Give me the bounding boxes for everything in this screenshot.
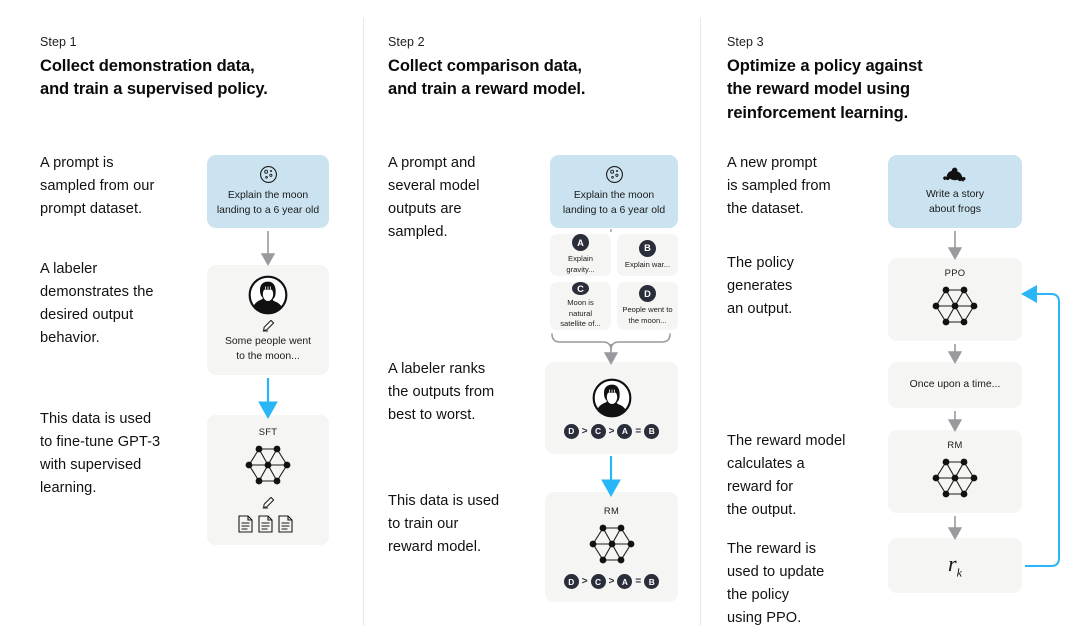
step-3-rm-card[interactable]: RM: [888, 430, 1022, 513]
output-text-b: Explain war...: [624, 259, 671, 269]
output-badge-c: C: [572, 282, 589, 296]
reward-symbol-k: k: [956, 565, 962, 580]
step-1-title: Collect demonstration data, and train a …: [40, 57, 268, 99]
step-3-label: Step 3: [727, 35, 764, 49]
step-2-paragraph-2: A labeler ranks the outputs from best to…: [388, 361, 495, 424]
rank-badge-0: D: [563, 423, 579, 439]
step-2-rm-card[interactable]: RM D > C > A = B: [545, 492, 678, 602]
pencil-icon: [260, 495, 276, 511]
rank-op-1: >: [608, 576, 615, 587]
ranking-row: D > C > A = B: [563, 574, 660, 589]
step-3-prompt-card[interactable]: Write a story about frogs: [888, 155, 1022, 228]
output-badge-a: A: [572, 234, 589, 252]
step-2-output-card-a[interactable]: A Explain gravity...: [550, 234, 611, 276]
step-2-output-card-d[interactable]: D People went to the moon...: [617, 282, 678, 330]
rank-op-2: =: [635, 576, 642, 587]
reward-symbol-r: r: [948, 550, 957, 576]
step-1-label: Step 1: [40, 35, 77, 49]
step-3-ppo-card[interactable]: PPO: [888, 258, 1022, 341]
step-2-paragraph-3: This data is used to train our reward mo…: [388, 493, 500, 556]
step-1-paragraph-3: This data is used to fine-tune GPT-3 wit…: [40, 411, 161, 497]
neural-network-icon: [922, 280, 988, 332]
step-2-label: Step 2: [388, 35, 425, 49]
rank-op-0: >: [581, 576, 588, 587]
step-1-prompt-text: Explain the moon landing to a 6 year old: [216, 189, 320, 216]
step-3-paragraph-4: The reward is used to update the policy …: [727, 541, 825, 627]
step-2-prompt-text: Explain the moon landing to a 6 year old: [562, 189, 666, 216]
output-text-c: Moon is natural satellite of...: [560, 298, 601, 329]
step-3-paragraph-2: The policy generates an output.: [727, 255, 795, 318]
frog-icon: [942, 166, 968, 184]
neural-network-icon: [922, 452, 988, 504]
pencil-icon: [260, 318, 276, 334]
rank-badge-1: C: [590, 423, 606, 439]
step-3-output-card[interactable]: Once upon a time...: [888, 362, 1022, 408]
moon-icon: [605, 165, 624, 184]
step-2-prompt-card[interactable]: Explain the moon landing to a 6 year old: [550, 155, 678, 228]
step-2-output-card-b[interactable]: B Explain war...: [617, 234, 678, 276]
step-3-reward-card[interactable]: rk: [888, 538, 1022, 593]
step-1-column: Step 1 Collect demonstration data, and t…: [40, 0, 360, 643]
rank-op-2: =: [635, 425, 642, 437]
rank-badge-2: A: [617, 574, 633, 589]
step-1-labeler-text: Some people went to the moon...: [224, 336, 312, 362]
step-3-output-text: Once upon a time...: [909, 378, 1001, 390]
neural-network-icon: [579, 518, 645, 570]
step-3-title: Optimize a policy against the reward mod…: [727, 57, 923, 122]
output-badge-d: D: [639, 285, 656, 303]
rank-badge-1: C: [590, 574, 606, 589]
rank-op-1: >: [608, 425, 615, 437]
column-divider-1: [363, 18, 364, 626]
step-1-labeler-card[interactable]: Some people went to the moon...: [207, 265, 329, 375]
step-3-column: Step 3 Optimize a policy against the rew…: [727, 0, 1057, 643]
sft-network-label: SFT: [258, 426, 278, 437]
step-1-prompt-card[interactable]: Explain the moon landing to a 6 year old: [207, 155, 329, 228]
rank-badge-3: B: [644, 423, 660, 439]
output-text-d: People went to the moon...: [622, 305, 673, 325]
step-1-sft-card[interactable]: SFT: [207, 415, 329, 545]
step-2-column: Step 2 Collect comparison data, and trai…: [388, 0, 688, 643]
reward-symbol: rk: [948, 551, 962, 580]
rm-network-label: RM: [947, 439, 963, 450]
step-2-paragraph-1: A prompt and several model outputs are s…: [388, 155, 480, 241]
step-3-paragraph-1: A new prompt is sampled from the dataset…: [727, 155, 831, 218]
moon-icon: [259, 165, 278, 184]
step-3-paragraph-3: The reward model calculates a reward for…: [727, 433, 846, 519]
labeler-person-icon: [248, 275, 288, 315]
step-2-title: Collect comparison data, and train a rew…: [388, 57, 586, 99]
ranking-row: D > C > A = B: [563, 423, 660, 439]
document-icon: [237, 514, 299, 534]
rank-op-0: >: [581, 425, 588, 437]
output-badge-b: B: [639, 239, 656, 257]
rm-network-label: RM: [603, 505, 620, 516]
step-2-ranking-card[interactable]: D > C > A = B: [545, 362, 678, 454]
step-1-paragraph-1: A prompt is sampled from our prompt data…: [40, 155, 155, 218]
output-text-a: Explain gravity...: [566, 254, 595, 274]
rank-badge-0: D: [563, 574, 579, 589]
step-1-paragraph-2: A labeler demonstrates the desired outpu…: [40, 261, 154, 347]
labeler-person-icon: [592, 378, 632, 418]
ppo-network-label: PPO: [944, 267, 966, 278]
column-divider-2: [700, 18, 701, 626]
rank-badge-3: B: [644, 574, 660, 589]
neural-network-icon: [235, 439, 301, 491]
rank-badge-2: A: [617, 423, 633, 439]
step-3-prompt-text: Write a story about frogs: [925, 188, 985, 215]
step-2-output-card-c[interactable]: C Moon is natural satellite of...: [550, 282, 611, 330]
